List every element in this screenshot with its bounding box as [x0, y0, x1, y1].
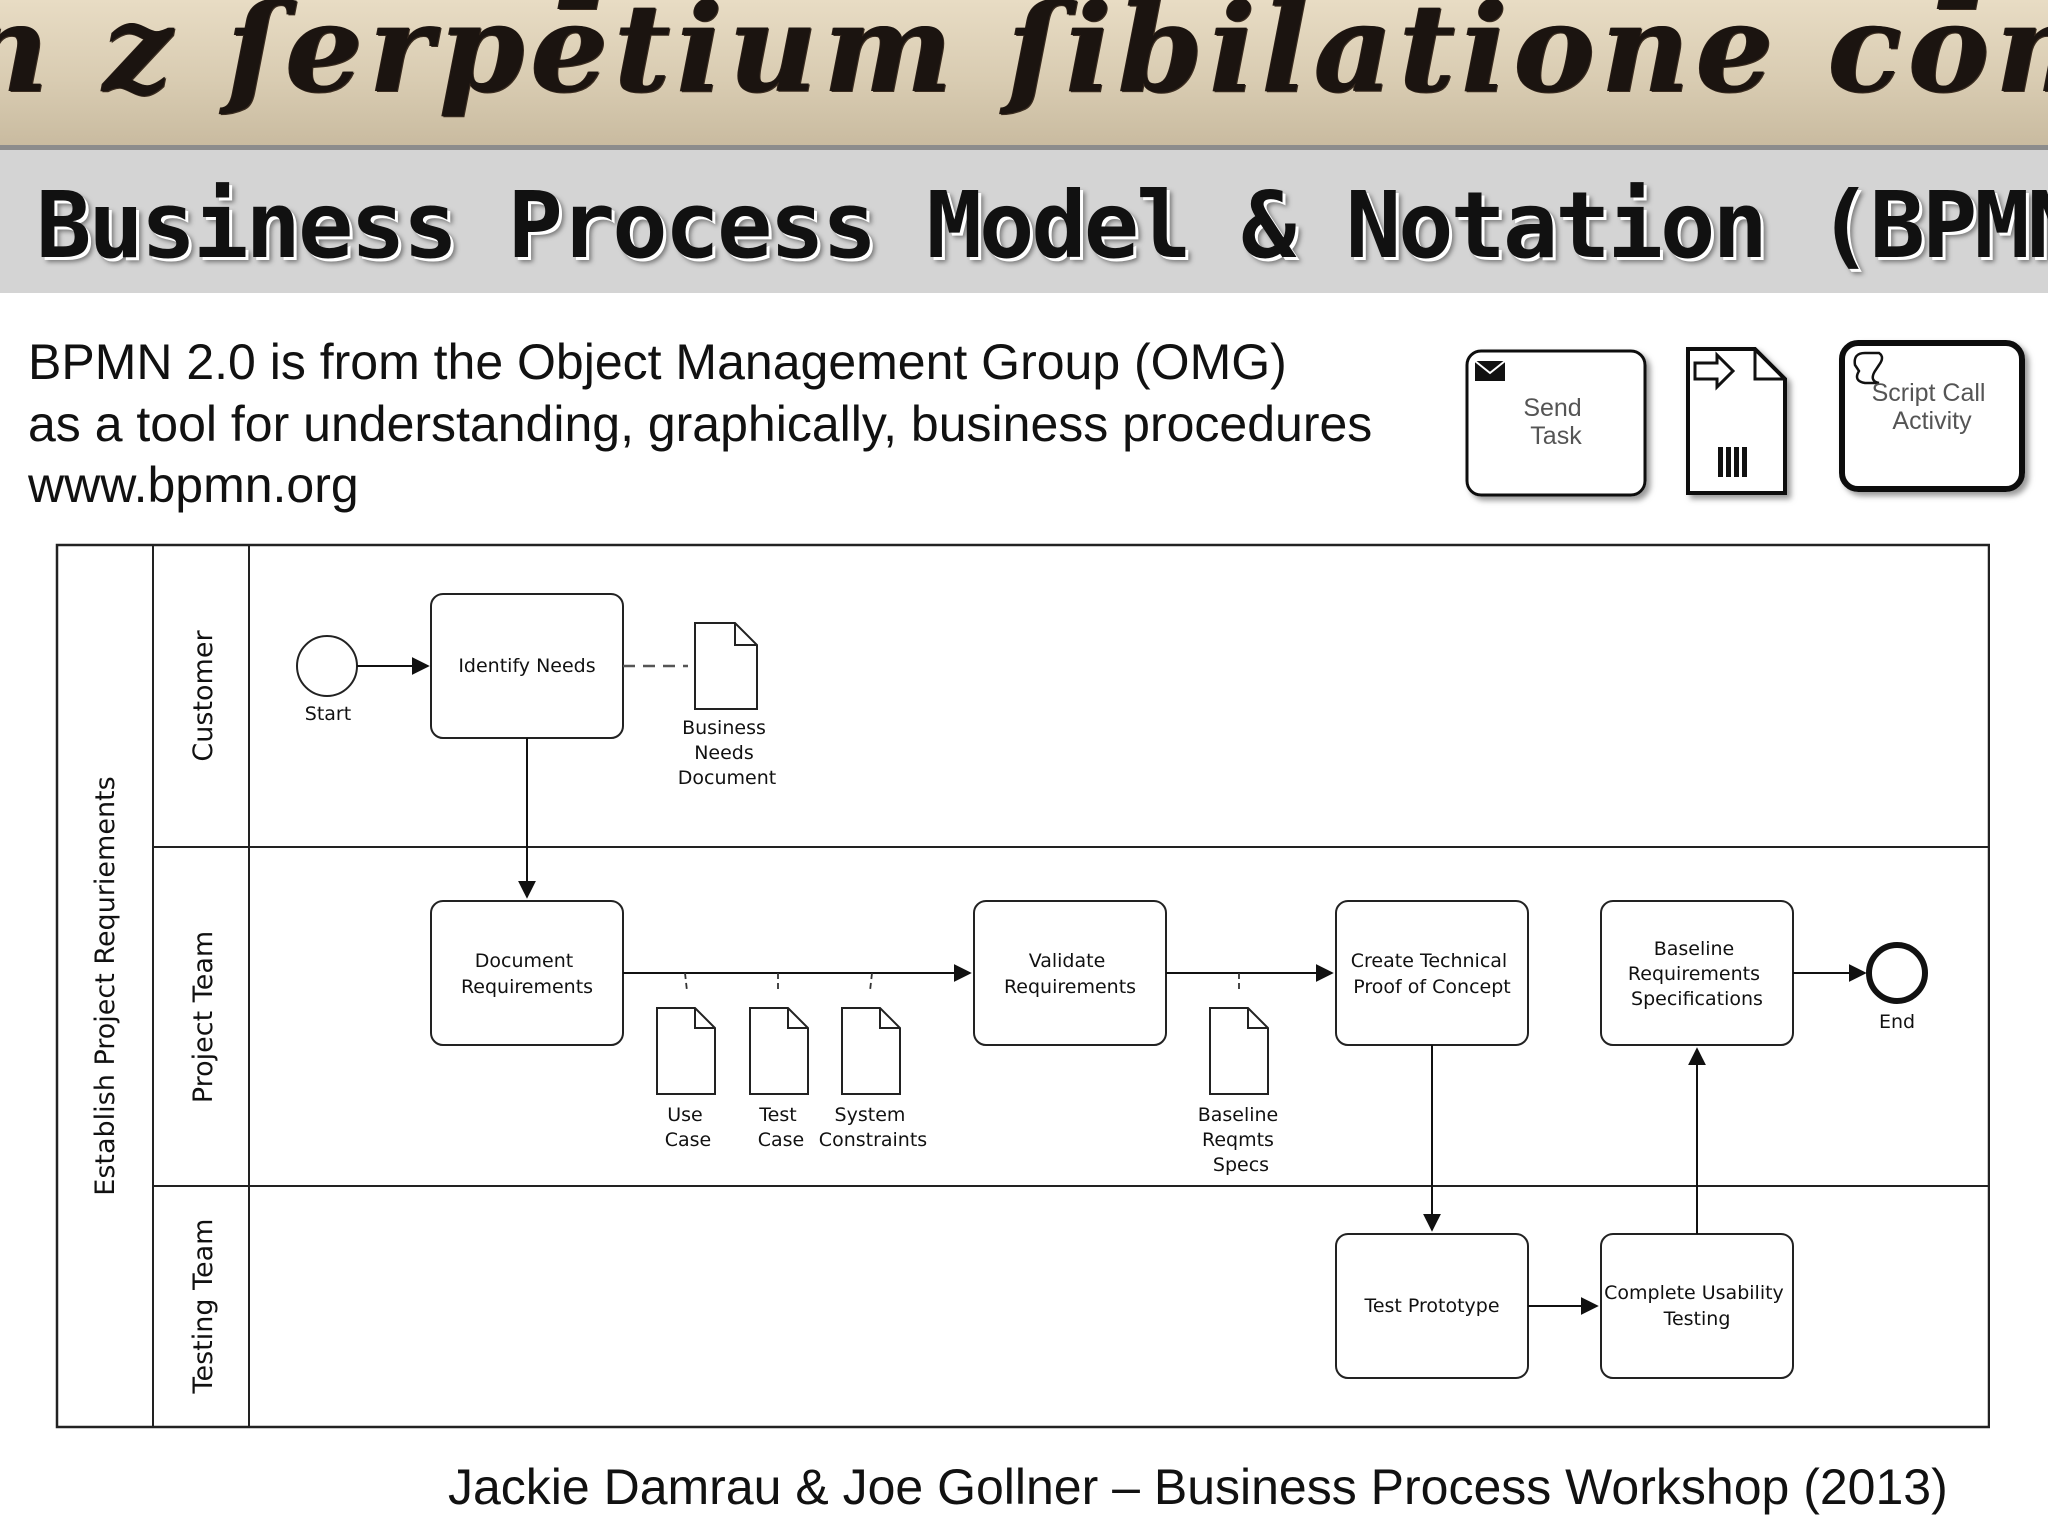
end-event — [1866, 942, 1928, 1004]
banner-blackletter-text: n z ſerpētium ſibilatione cōmoti. — [0, 0, 2048, 120]
data-object-baseline-specs-label: Baseline Reqmts Specs — [1198, 1104, 1285, 1176]
bpmn-sample-shapes: Send Task Script Call Activity — [1465, 340, 2025, 497]
lane-label-testing-team: Testing Team — [188, 1219, 219, 1395]
data-object-business-needs-label: Business Needs Document — [678, 717, 776, 789]
data-object-use-case — [656, 1007, 716, 1095]
script-icon — [1853, 351, 1884, 385]
end-event-label: End — [1879, 1011, 1915, 1033]
footer-credit: Jackie Damrau & Joe Gollner – Business P… — [448, 1459, 1948, 1515]
lane-label-customer: Customer — [188, 630, 219, 762]
intro-line-3: www.bpmn.org — [28, 457, 359, 513]
title-band: Business Process Model & Notation (BPMN) — [0, 145, 2048, 293]
script-call-activity-shape: Script Call Activity — [1839, 340, 2025, 492]
manuscript-banner: n z ſerpētium ſibilatione cōmoti. — [0, 0, 2048, 145]
data-object-system-constraints-label: System Constraints — [819, 1104, 927, 1151]
task-complete-usability-testing — [1600, 1233, 1794, 1379]
page-title: Business Process Model & Notation (BPMN) — [36, 172, 2048, 279]
start-event — [296, 635, 358, 697]
data-object-use-case-label: Use Case — [665, 1104, 712, 1151]
intro-line-1: BPMN 2.0 is from the Object Management G… — [28, 334, 1287, 390]
data-object-business-needs — [694, 622, 758, 710]
data-input-collection-shape — [1686, 347, 1787, 495]
task-create-proof-of-concept — [1335, 900, 1529, 1046]
script-call-label: Script Call Activity — [1872, 379, 1993, 435]
task-create-proof-of-concept-label: Create Technical Proof of Concept — [1351, 950, 1513, 998]
send-task-shape: Send Task — [1465, 349, 1647, 497]
task-validate-requirements — [973, 900, 1167, 1046]
envelope-icon — [1474, 360, 1506, 381]
input-arrow-icon — [1693, 351, 1736, 391]
data-object-test-case-label: Test Case — [758, 1104, 805, 1151]
bpmn-process-diagram: Establish Project Requriements Customer … — [55, 543, 1990, 1429]
send-task-label: Send Task — [1523, 394, 1588, 450]
data-object-test-case — [749, 1007, 809, 1095]
intro-line-2: as a tool for understanding, graphically… — [28, 396, 1373, 452]
data-object-system-constraints — [841, 1007, 901, 1095]
task-validate-requirements-label: Validate Requirements — [1004, 950, 1136, 998]
lane-label-project-team: Project Team — [188, 931, 219, 1103]
task-document-requirements — [430, 900, 624, 1046]
collection-marker-icon — [1718, 447, 1747, 477]
task-complete-usability-testing-label: Complete Usability Testing — [1604, 1282, 1790, 1330]
start-event-label: Start — [305, 703, 351, 725]
task-identify-needs-label: Identify Needs — [458, 655, 595, 677]
pool-label: Establish Project Requriements — [90, 776, 121, 1195]
task-document-requirements-label: Document Requirements — [461, 950, 593, 998]
data-object-baseline-specs — [1209, 1007, 1269, 1095]
task-baseline-requirements-label: Baseline Requirements Specifications — [1628, 938, 1766, 1010]
task-test-prototype-label: Test Prototype — [1363, 1295, 1499, 1317]
